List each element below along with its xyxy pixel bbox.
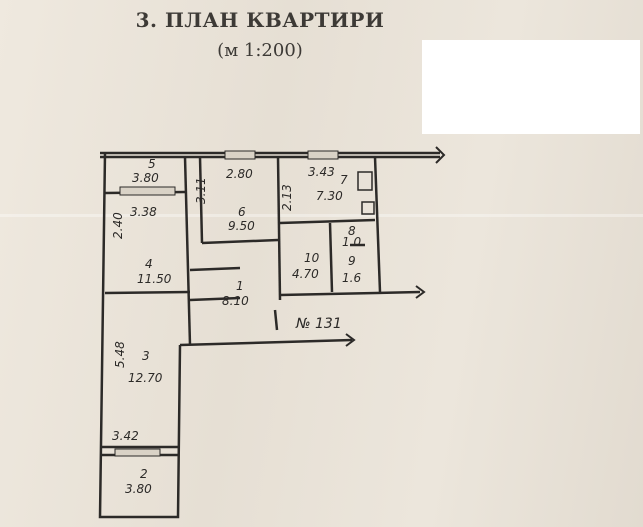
- room-7-number: 7: [340, 173, 348, 187]
- room-1-number: 1: [236, 279, 244, 293]
- windows: [114, 150, 339, 457]
- room-4-area: 11.50: [137, 272, 172, 286]
- room-5-number: 5: [148, 157, 156, 171]
- document-title: 3. ПЛАН КВАРТИРИ: [135, 8, 385, 32]
- room-3-number: 3: [142, 349, 150, 363]
- room-2-number: 2: [140, 467, 148, 481]
- dim-2-40: 2.40: [111, 212, 125, 239]
- redacted-area: [422, 40, 640, 134]
- dim-3-42: 3.42: [112, 429, 139, 443]
- room-9-area: 1.6: [342, 271, 361, 285]
- room-4-number: 4: [145, 257, 153, 271]
- plan-walls: [98, 151, 440, 519]
- wall-end-marks: [345, 146, 446, 347]
- paper-fold: [0, 214, 643, 217]
- room-2-area: 3.80: [125, 482, 152, 496]
- room-9-number: 9: [348, 254, 356, 268]
- kitchen-fixtures: [357, 171, 375, 215]
- room-10-area: 4.70: [292, 267, 319, 281]
- room-8-number: 8: [348, 224, 356, 238]
- dim-3-38: 3.38: [130, 205, 157, 219]
- dim-2-80: 2.80: [226, 167, 253, 181]
- dim-3-43: 3.43: [308, 165, 335, 179]
- room-6-number: 6: [238, 205, 246, 219]
- dim-5-48: 5.48: [113, 341, 127, 368]
- dim-2-13: 2.13: [280, 184, 294, 211]
- scale-label: (м 1:200): [217, 40, 303, 61]
- room-5-area: 3.80: [132, 171, 159, 185]
- apartment-number: № 131: [295, 316, 342, 332]
- room-3-area: 12.70: [128, 371, 163, 385]
- dim-3-11: 3.11: [194, 177, 208, 204]
- room-10-number: 10: [304, 251, 320, 265]
- room-6-area: 9.50: [228, 219, 255, 233]
- room-1-area: 8.10: [222, 294, 249, 308]
- room-7-area: 7.30: [316, 189, 343, 203]
- room-8-area: 1.0: [342, 235, 361, 249]
